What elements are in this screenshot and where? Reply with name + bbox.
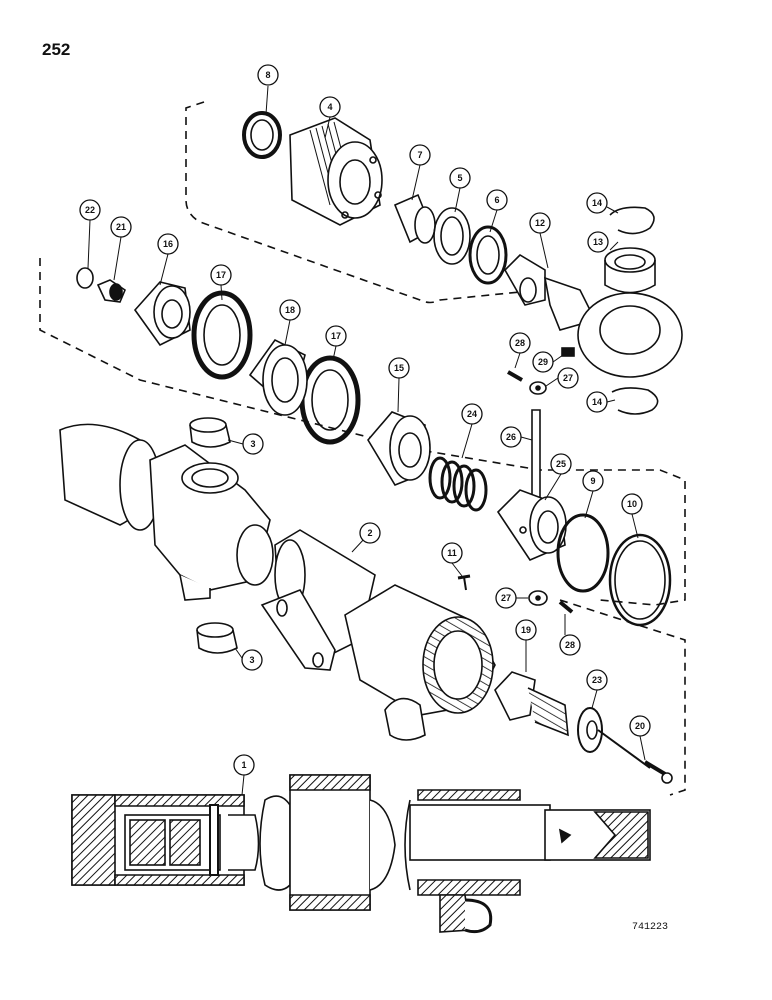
part-fitting-21 <box>96 279 126 303</box>
callout-11: 11 <box>447 548 457 558</box>
part-pin-28-lower <box>558 600 574 614</box>
callout-7: 7 <box>417 150 422 160</box>
callout-8: 8 <box>265 70 270 80</box>
part-pin-28-upper <box>507 370 523 382</box>
callout-20: 20 <box>635 721 645 731</box>
callout-10: 10 <box>627 499 637 509</box>
part-piston-16 <box>133 281 191 347</box>
part-sleeve-25 <box>496 489 567 561</box>
dashed-group-lower <box>39 258 686 606</box>
assembled-cross-section-1 <box>71 774 651 934</box>
callout-3-upper: 3 <box>250 439 255 449</box>
part-snap-ring-14-lower <box>611 387 659 415</box>
callout-12: 12 <box>535 218 545 228</box>
callout-19: 19 <box>521 625 531 635</box>
part-gland-4 <box>289 117 383 226</box>
part-bushing-3-upper <box>189 417 231 448</box>
part-seal-8 <box>242 111 282 159</box>
part-bushing-7 <box>393 193 436 244</box>
part-screw-11 <box>457 574 471 591</box>
part-ring-22 <box>76 267 94 289</box>
part-piston-15 <box>367 411 431 486</box>
callout-labels: 8 4 7 5 6 14 12 13 22 21 16 17 18 17 15 … <box>85 70 645 770</box>
part-ring-18 <box>248 338 308 416</box>
part-ring-10 <box>608 533 672 627</box>
callout-25: 25 <box>556 459 566 469</box>
callout-26: 26 <box>506 432 516 442</box>
part-bolt-20 <box>597 729 673 784</box>
part-ring-9 <box>556 513 610 593</box>
callout-17-b: 17 <box>331 331 341 341</box>
part-nut-27-lower <box>528 590 548 606</box>
part-barrel-tube <box>59 423 274 601</box>
callout-21: 21 <box>116 222 126 232</box>
part-spring-24 <box>428 456 488 512</box>
callout-27-upper: 27 <box>563 373 573 383</box>
part-bushing-3-lower <box>196 622 238 654</box>
page-number: 252 <box>42 40 71 59</box>
part-fitting-29 <box>561 347 575 357</box>
callout-6: 6 <box>494 195 499 205</box>
callout-18: 18 <box>285 305 295 315</box>
part-seal-6 <box>468 225 508 285</box>
part-bushing-13 <box>604 247 656 294</box>
part-barrel-end <box>344 584 496 741</box>
callout-4: 4 <box>327 102 332 112</box>
part-rod-end-12 <box>504 253 683 378</box>
callout-9: 9 <box>590 476 595 486</box>
callout-16: 16 <box>163 239 173 249</box>
dashed-group-upper <box>185 101 541 304</box>
part-seal-17-b <box>299 355 361 445</box>
callout-5: 5 <box>457 173 462 183</box>
callout-29: 29 <box>538 357 548 367</box>
part-nut-27-upper <box>529 381 547 395</box>
callout-circles <box>79 64 651 776</box>
callout-14-upper: 14 <box>592 198 602 208</box>
callout-23: 23 <box>592 675 602 685</box>
callout-28-lower: 28 <box>565 640 575 650</box>
part-washer-23 <box>577 707 603 753</box>
callout-14-lower: 14 <box>592 397 602 407</box>
callout-24: 24 <box>467 409 477 419</box>
callout-27-lower: 27 <box>501 593 511 603</box>
dashed-group-rod <box>559 599 686 796</box>
callout-2: 2 <box>367 528 372 538</box>
callout-1: 1 <box>241 760 246 770</box>
figure-code: 741223 <box>632 922 669 933</box>
part-seal-17-a <box>191 290 253 380</box>
callout-22: 22 <box>85 205 95 215</box>
callout-28-upper: 28 <box>515 338 525 348</box>
part-pin-26 <box>531 409 541 501</box>
callout-17-a: 17 <box>216 270 226 280</box>
callout-15: 15 <box>394 363 404 373</box>
part-fitting-19 <box>494 671 569 737</box>
callout-13: 13 <box>593 237 603 247</box>
callout-3-lower: 3 <box>249 655 254 665</box>
part-snap-ring-14-upper <box>609 206 655 235</box>
part-ring-5 <box>433 207 471 265</box>
